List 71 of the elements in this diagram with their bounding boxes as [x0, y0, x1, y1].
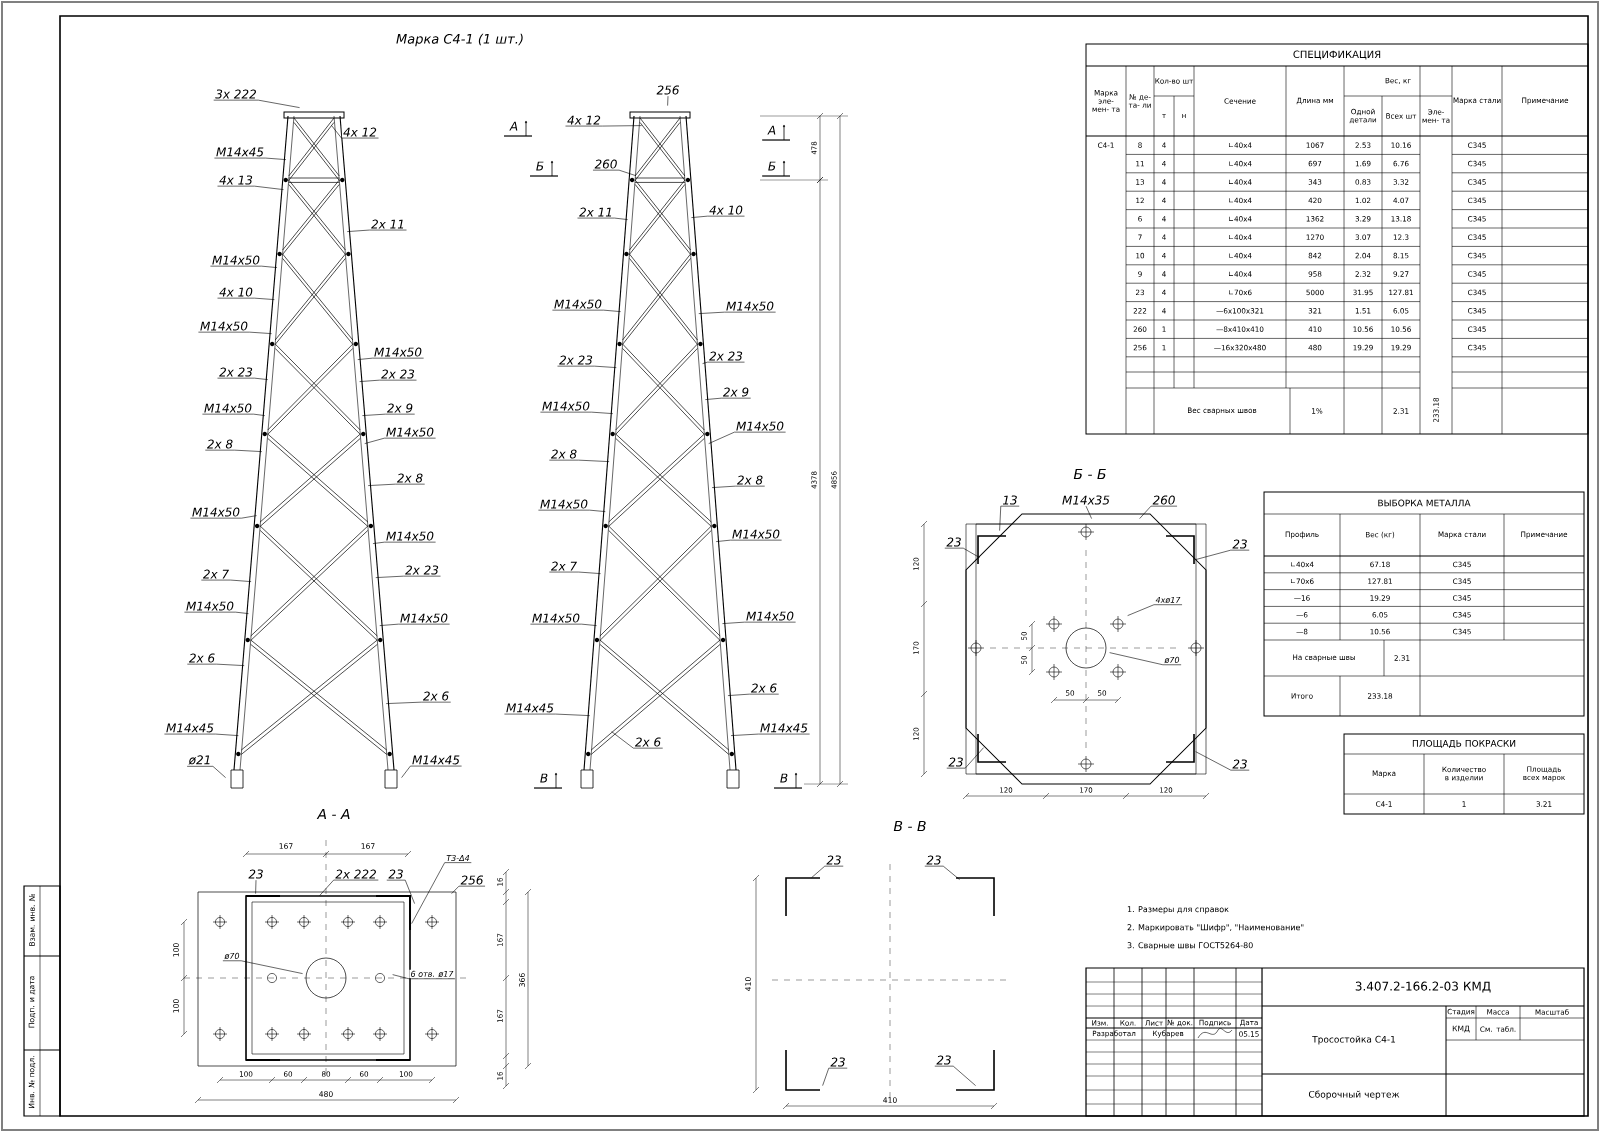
- leader-line: [187, 663, 245, 666]
- leader-line: [722, 621, 796, 624]
- leader-line: [401, 765, 462, 778]
- leader-line: [346, 229, 407, 232]
- leader-line: [451, 885, 486, 894]
- leader-line: [999, 505, 1020, 531]
- leader-line: [411, 862, 472, 924]
- leader-line: [362, 413, 415, 416]
- leader-line: [946, 747, 984, 769]
- leader-line: [944, 547, 980, 558]
- leader-line: [205, 449, 263, 452]
- leader-line: [392, 974, 456, 980]
- leader-line: [1085, 505, 1092, 519]
- leader-line: [711, 485, 765, 488]
- leader-line: [1127, 604, 1183, 616]
- leader-line: [1139, 505, 1178, 519]
- leader-line: [822, 1067, 848, 1086]
- leader-line: [359, 379, 417, 382]
- leader-line: [1195, 751, 1250, 771]
- leader-line: [385, 701, 451, 704]
- leader-line: [217, 185, 284, 190]
- leader-line: [364, 437, 436, 444]
- leader-line: [186, 766, 226, 778]
- leader-line: [202, 413, 266, 416]
- leader-line: [540, 411, 614, 414]
- leader-line: [811, 865, 844, 878]
- leader-line: [667, 95, 669, 106]
- leader-line: [379, 623, 450, 626]
- leader-line: [715, 539, 782, 542]
- leader-line: [565, 125, 642, 127]
- leader-line: [549, 459, 610, 462]
- leader-line: [184, 611, 249, 614]
- leader-line: [331, 125, 379, 139]
- leader-line: [727, 693, 779, 696]
- leader-line: [577, 217, 628, 220]
- leader-line: [934, 1065, 976, 1086]
- leader-line: [319, 879, 379, 896]
- leader-line: [530, 623, 597, 626]
- leader-line: [217, 377, 269, 380]
- leader-line: [552, 309, 621, 312]
- leader-line: [217, 297, 275, 300]
- leader-line: [1195, 549, 1250, 560]
- leader-line: [190, 515, 257, 519]
- leader-line: [549, 571, 601, 574]
- leader-line: [222, 960, 303, 974]
- leader-line: [386, 879, 415, 904]
- leader-line: [164, 733, 239, 736]
- leader-line: [210, 265, 278, 268]
- leader-line: [1109, 652, 1182, 666]
- leader-line: [255, 879, 257, 894]
- leader-line: [201, 579, 252, 582]
- leader-line: [198, 331, 272, 334]
- leader-line: [705, 397, 751, 400]
- leader-line: [702, 361, 745, 364]
- leader-line: [691, 215, 745, 218]
- leader-line: [708, 431, 786, 444]
- leader-line: [214, 157, 287, 160]
- leader-line: [357, 357, 424, 360]
- leader-line: [592, 169, 636, 176]
- leader-line: [611, 731, 663, 749]
- leader-line: [924, 865, 960, 880]
- leader-line: [730, 733, 810, 736]
- leader-line: [213, 99, 300, 108]
- leader-line: [557, 365, 617, 368]
- plate-section-drawing: [965, 513, 1207, 785]
- leader-line: [372, 541, 436, 544]
- leader-line: [538, 509, 606, 512]
- leader-line: [367, 483, 425, 486]
- leader-line: [375, 575, 441, 578]
- leader-line: [504, 713, 591, 716]
- leader-line: [698, 311, 776, 314]
